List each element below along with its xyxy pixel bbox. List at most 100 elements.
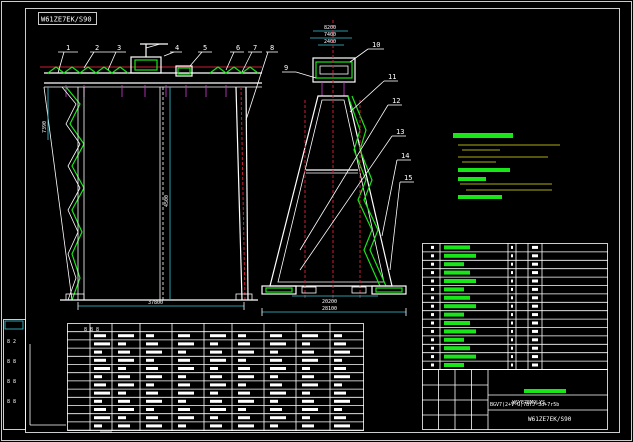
table-cell-mark: [94, 334, 106, 338]
table-cell-mark: [302, 358, 318, 362]
table-cell-mark: [334, 334, 342, 338]
table-cell-mark: [302, 350, 314, 354]
table-cell-mark: [532, 245, 538, 249]
table-cell-mark: [334, 399, 350, 403]
table-cell-mark: [210, 399, 222, 403]
table-cell-mark: [431, 363, 434, 367]
table-cell-mark: [511, 279, 513, 283]
dim-side-base-outer: 28100: [322, 306, 337, 312]
table-cell-mark: [118, 416, 126, 420]
table-cell-mark: [146, 334, 154, 338]
table-cell-mark: [270, 342, 286, 346]
table-cell-mark: [511, 313, 513, 317]
table-cell-mark: [431, 271, 434, 275]
title-block: BGV7(2+V-G)7BYJ-3d+7r5b W6YE7EM9LYS W61Z…: [422, 369, 608, 430]
balloon-14: 14: [401, 152, 409, 160]
balloon-2: 2: [95, 44, 99, 52]
table-cell-mark: [238, 334, 246, 338]
table-cell-mark: [146, 408, 154, 411]
table-cell-mark: [302, 408, 318, 411]
table-cell-mark: [270, 358, 282, 362]
drawing-code: W61ZE7EK/S90: [41, 16, 92, 24]
table-cell-mark: [302, 424, 314, 428]
table-cell-mark: [532, 321, 538, 325]
table-cell-mark: [178, 367, 194, 370]
table-cell-mark: [511, 338, 513, 342]
table-cell-mark: [210, 383, 226, 387]
table-cell-mark: [431, 321, 434, 325]
table-cell-mark: [334, 416, 346, 420]
table-cell-mark: [178, 342, 194, 346]
dim-side-top-outer: 8200: [324, 25, 336, 31]
table-cell-mark: [511, 287, 513, 291]
table-cell-mark: [210, 342, 218, 346]
table-cell-mark: [178, 408, 190, 411]
front-elevation: 7390 4500 37800: [40, 43, 262, 310]
table-cell-mark: [511, 363, 513, 367]
table-cell-mark: [302, 375, 314, 379]
table-cell-mark: [431, 296, 434, 300]
table-cell-mark: [431, 313, 434, 317]
table-cell-mark: [94, 342, 110, 346]
table-cell-mark: [431, 262, 434, 266]
spec-table: 8 8 8: [67, 323, 364, 431]
table-cell-mark: [146, 358, 154, 362]
table-cell-mark: [431, 355, 434, 359]
table-cell-mark: [444, 295, 470, 300]
table-cell-mark: [238, 375, 254, 379]
table-cell-mark: [511, 346, 513, 350]
table-cell-mark: [511, 254, 513, 258]
table-cell-mark: [270, 424, 278, 428]
table-cell-mark: [178, 383, 190, 387]
table-cell-mark: [431, 338, 434, 342]
table-cell-mark: [94, 391, 110, 395]
table-cell-mark: [444, 363, 464, 367]
table-cell-mark: [334, 342, 346, 346]
table-cell-mark: [532, 254, 538, 258]
table-cell-mark: [94, 383, 106, 387]
table-cell-mark: [210, 424, 222, 428]
table-cell-mark: [444, 245, 470, 250]
table-cell-mark: [532, 271, 538, 275]
balloon-4: 4: [175, 44, 179, 52]
table-cell-mark: [511, 296, 513, 300]
table-cell-mark: [302, 367, 310, 370]
table-cell-mark: [178, 375, 186, 379]
table-cell-mark: [444, 304, 476, 309]
table-cell-mark: [302, 391, 310, 395]
parts-list: [422, 243, 608, 370]
table-cell-mark: [238, 408, 246, 411]
table-cell-mark: [334, 367, 346, 370]
balloon-7: 7: [253, 44, 257, 52]
table-cell-mark: [238, 350, 254, 354]
table-cell-mark: [238, 391, 250, 395]
table-cell-mark: [94, 408, 106, 411]
table-cell-mark: [270, 399, 278, 403]
table-cell-mark: [94, 375, 102, 379]
side-elevation: 8200 7400 2400 20200: [261, 20, 407, 316]
table-cell-mark: [532, 346, 538, 350]
table-cell-mark: [94, 350, 102, 354]
table-cell-mark: [270, 375, 278, 379]
table-cell-mark: [118, 367, 126, 370]
table-cell-mark: [118, 350, 130, 354]
dim-front-height-main: 4500: [164, 195, 170, 207]
table-cell-mark: [444, 337, 464, 342]
title-line-1: BGV7(2+V-G)7BYJ-3d+7r5b: [490, 402, 559, 408]
balloon-11: 11: [388, 73, 396, 81]
table-cell-mark: [444, 262, 464, 267]
table-cell-mark: [511, 321, 513, 325]
table-cell-mark: [118, 399, 130, 403]
table-cell-mark: [511, 304, 513, 308]
table-cell-mark: [334, 424, 350, 428]
table-cell-mark: [334, 358, 342, 362]
balloons-side: 9 10 11 12 13 14 15: [282, 41, 414, 271]
table-cell-mark: [444, 354, 476, 359]
table-cell-mark: [532, 363, 538, 367]
table-cell-mark: [146, 416, 158, 420]
table-cell-mark: [118, 375, 130, 379]
table-cell-mark: [444, 312, 464, 317]
table-cell-mark: [532, 304, 538, 308]
dim-front-span: 37800: [148, 300, 163, 306]
table-cell-mark: [146, 367, 158, 370]
